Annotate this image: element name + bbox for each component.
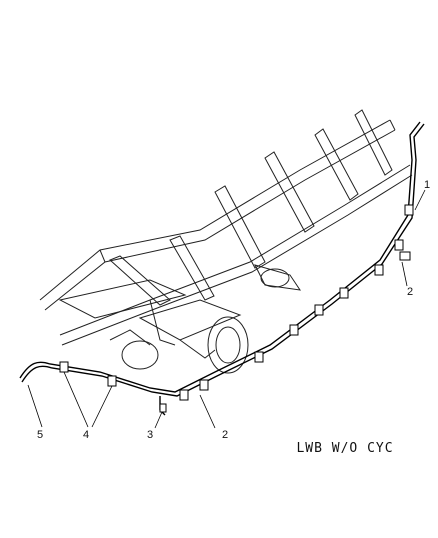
leader-lines [27,189,426,429]
axle-assembly [58,264,302,374]
brake-line-clips [59,204,414,413]
callout-labels: 1 2 2 3 4 5 [37,179,430,441]
frame-rails [39,119,413,346]
brake-tube [19,121,425,416]
callout-1: 1 [424,179,430,191]
callout-4: 4 [83,429,89,441]
callout-5: 5 [37,429,43,441]
callout-2-upper: 2 [407,286,413,298]
diagram-caption: LWB W/O CYC [296,441,393,456]
cross-members [109,109,393,306]
callout-3: 3 [147,429,153,441]
callout-2-lower: 2 [222,429,228,441]
